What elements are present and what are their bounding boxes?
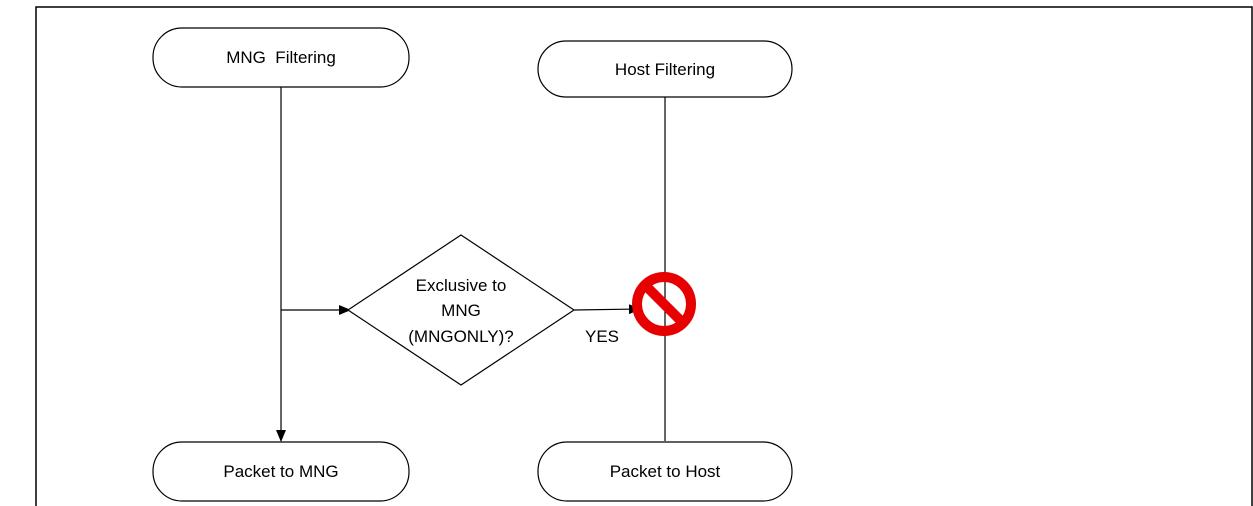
decision-line-1: Exclusive to: [416, 276, 507, 295]
decision-line-2: MNG: [441, 301, 481, 320]
node-decision-exclusive-to-mng: Exclusive to MNG (MNGONLY)?: [346, 234, 576, 386]
connector-decision-yes: [573, 304, 641, 315]
node-host-filtering: Host Filtering: [537, 40, 793, 98]
node-mng-filtering: MNG Filtering: [152, 27, 410, 88]
node-mng-filtering-label: MNG Filtering: [226, 48, 336, 67]
node-host-filtering-label: Host Filtering: [615, 60, 715, 79]
edge-label-yes: YES: [585, 327, 619, 346]
node-packet-to-host-label: Packet to Host: [610, 462, 721, 481]
diagram-frame: [35, 6, 1253, 506]
node-packet-to-mng: Packet to MNG: [152, 441, 410, 502]
node-packet-to-host: Packet to Host: [537, 441, 793, 502]
decision-line-3: (MNGONLY)?: [408, 327, 513, 346]
node-packet-to-mng-label: Packet to MNG: [223, 462, 338, 481]
prohibited-icon: [632, 272, 696, 336]
